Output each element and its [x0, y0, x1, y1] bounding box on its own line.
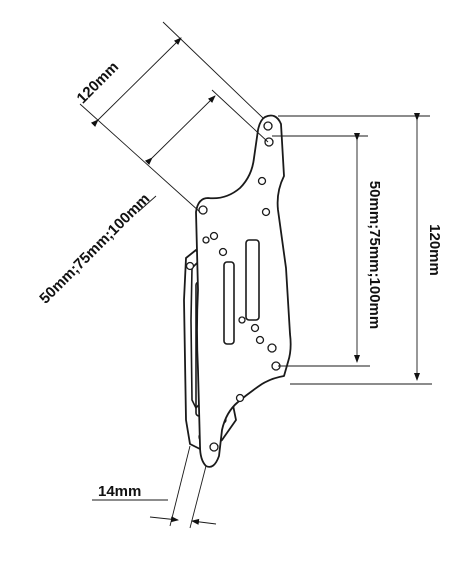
vesa-hole-left-1 [198, 205, 208, 215]
vesa-plate-slot-right [245, 239, 260, 321]
dimension-line [144, 95, 216, 166]
dimension-label-right-outer: 120mm [426, 224, 443, 276]
dimension-line [90, 37, 182, 128]
vesa-hole-top-2 [264, 137, 274, 147]
vesa-plate-outline [195, 114, 292, 468]
dimension-label-diag-inner: 50mm;75mm;100mm [36, 190, 153, 307]
vesa-hole-upper-3 [257, 176, 267, 186]
dimension-right-inner: 50mm;75mm;100mm [272, 133, 383, 367]
vesa-plate-slot-left [223, 261, 235, 345]
vesa-hole-right-1 [255, 335, 265, 345]
leader-line [137, 195, 157, 213]
dimension-depth: 14mm [92, 445, 217, 529]
dimension-label-top-outer: 120mm [74, 59, 123, 108]
extension-line [162, 21, 264, 119]
vesa-plate [195, 114, 292, 468]
dimension-label-depth: 14mm [98, 483, 141, 500]
vesa-hole-top-1 [263, 121, 273, 131]
dimension-label-right-inner: 50mm;75mm;100mm [366, 181, 383, 329]
extension-line [211, 89, 269, 143]
vesa-hole-bottom-4 [202, 236, 210, 244]
vesa-hole-right-2 [267, 343, 277, 353]
dimension-line [149, 516, 179, 523]
extension-line [189, 465, 207, 529]
vesa-hole-bottom-3 [209, 442, 219, 452]
dimension-line [191, 518, 217, 525]
dimension-right-outer: 120mm [278, 113, 443, 385]
extension-line [169, 445, 191, 527]
vesa-hole-center-1 [238, 316, 246, 324]
dimension-top-outer: 120mm [74, 21, 264, 213]
vesa-hole-left-3 [218, 247, 228, 257]
vesa-hole-left-2 [209, 231, 219, 241]
vesa-hole-center-2 [250, 323, 260, 333]
vesa-hole-upper-4 [261, 207, 271, 217]
wall-plate-hole-top [185, 261, 195, 271]
vesa-hole-bottom-2 [235, 393, 245, 403]
